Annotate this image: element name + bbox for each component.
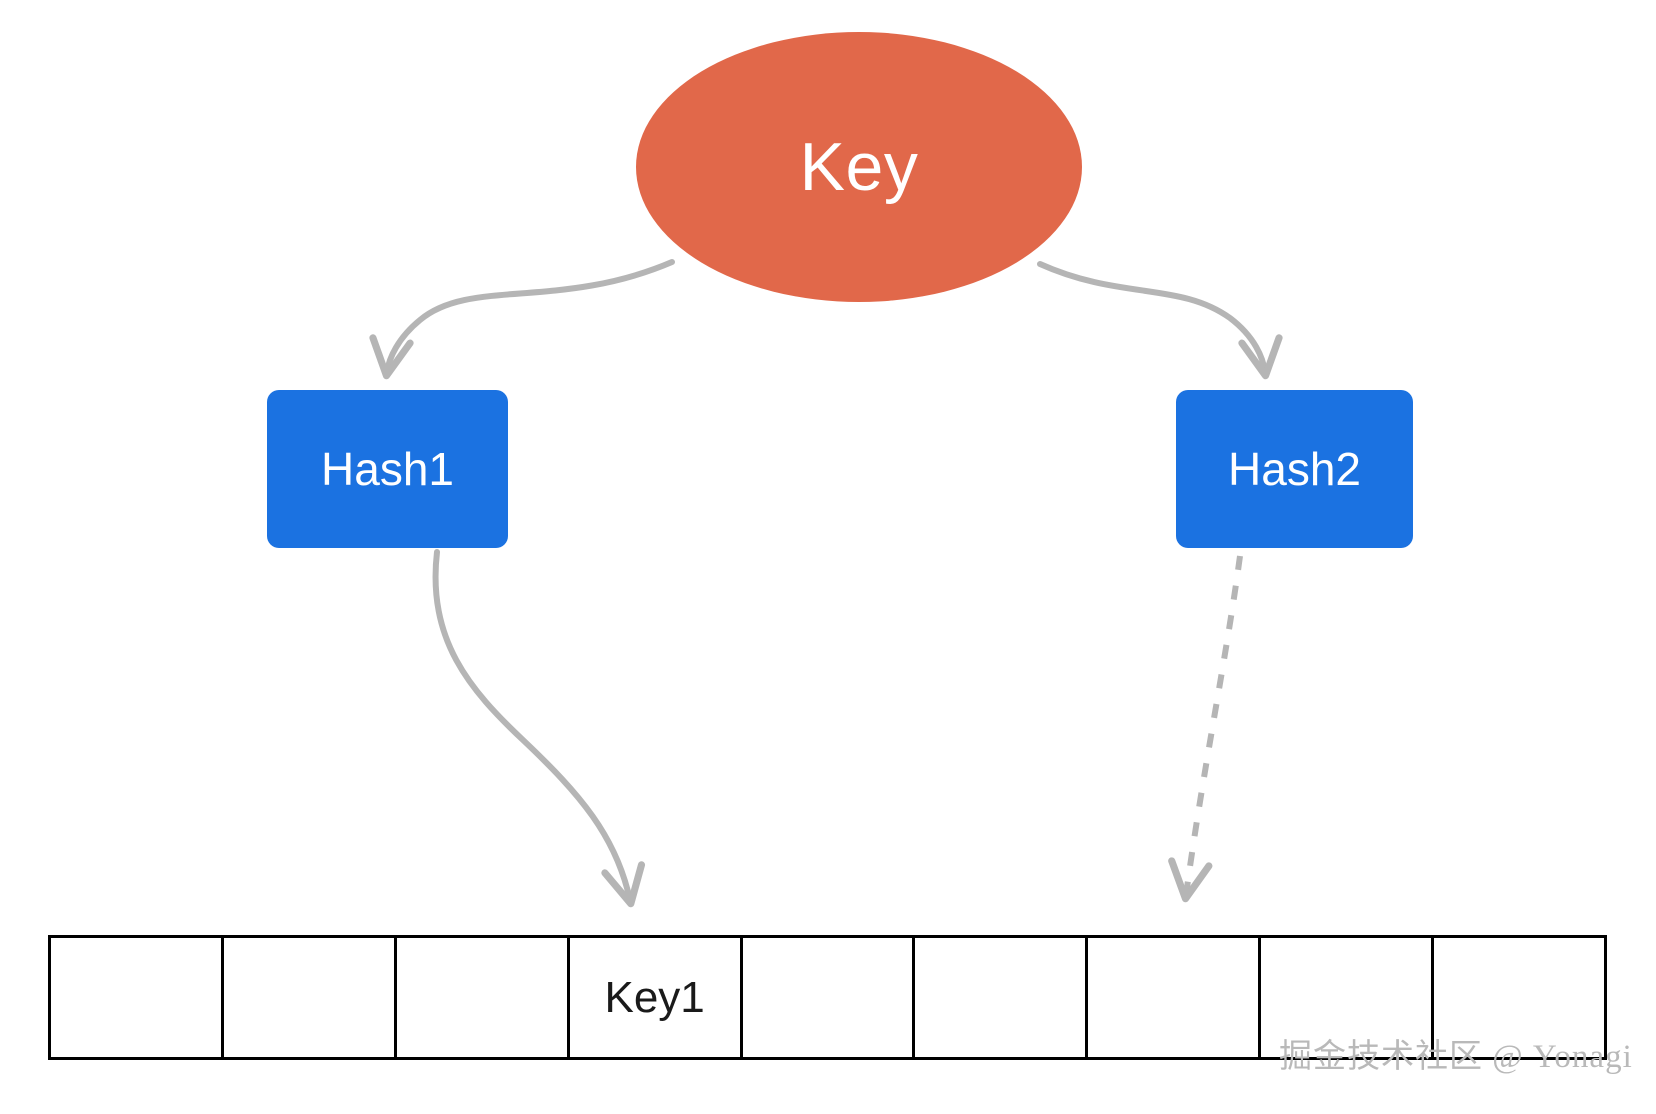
node-key[interactable]: Key <box>636 32 1082 302</box>
table-cell[interactable] <box>1261 938 1435 1057</box>
table-cell[interactable] <box>1088 938 1262 1057</box>
node-hash1-label: Hash1 <box>321 443 454 495</box>
edge-hash1-to-slot4 <box>432 549 646 908</box>
node-hash2[interactable]: Hash2 <box>1176 390 1413 548</box>
table-cell[interactable] <box>915 938 1089 1057</box>
table-cell-value: Key1 <box>604 972 705 1022</box>
hash-slot-table: Key1 <box>48 935 1607 1060</box>
node-key-label: Key <box>799 129 919 205</box>
table-cell[interactable] <box>51 938 224 1057</box>
table-cell[interactable] <box>743 938 916 1057</box>
table-cell[interactable] <box>397 938 570 1057</box>
edge-key-to-hash1 <box>369 259 675 380</box>
edge-hash2-to-slot7 <box>1168 555 1243 903</box>
table-cell[interactable]: Key1 <box>570 938 743 1057</box>
edge-key-to-hash2 <box>1037 261 1283 380</box>
table-cell[interactable] <box>224 938 397 1057</box>
node-hash1[interactable]: Hash1 <box>267 390 508 548</box>
node-hash2-label: Hash2 <box>1228 443 1361 495</box>
watermark: 掘金技术社区 @ Yonagi <box>1279 1039 1633 1075</box>
